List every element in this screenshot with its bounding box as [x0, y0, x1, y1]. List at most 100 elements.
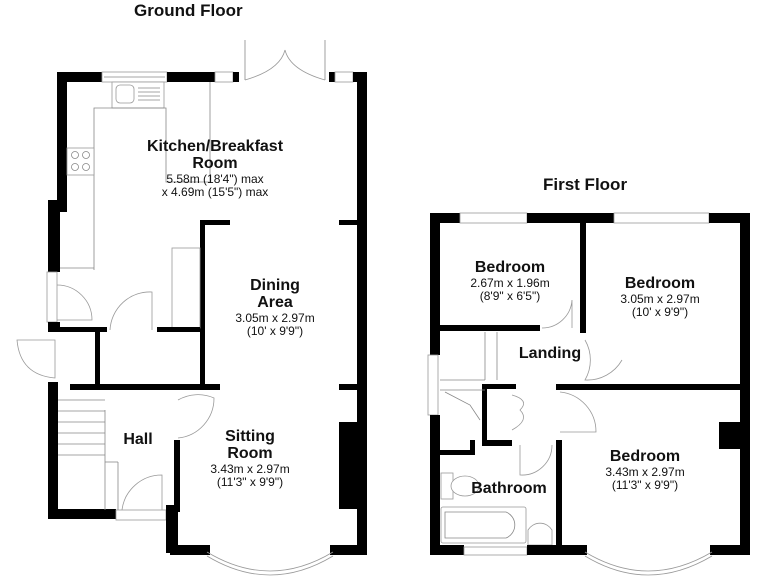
wall — [430, 415, 440, 555]
room-dimensions: (10' x 9'9") — [246, 323, 304, 338]
staircase — [58, 399, 119, 510]
wall — [440, 325, 540, 331]
room-name: Sitting — [225, 428, 275, 445]
first-floor-plan — [427, 212, 750, 576]
wall — [157, 327, 200, 332]
front-door-frame — [115, 509, 167, 521]
wall — [430, 213, 440, 355]
door-swing — [177, 394, 215, 439]
room-label-dining: Dining Area 3.05m x 2.97m (10' x 9'9") — [215, 277, 335, 338]
room-dimensions: (8'9" x 6'5") — [479, 288, 541, 303]
room-label-landing: Landing — [512, 345, 588, 363]
wall — [57, 72, 102, 82]
wall — [70, 384, 220, 390]
wall — [580, 213, 586, 333]
room-name: Bedroom — [609, 448, 681, 465]
wall — [470, 440, 475, 452]
chimney-breast — [339, 422, 359, 509]
wall — [556, 440, 562, 550]
wall — [430, 545, 464, 555]
wall — [166, 505, 178, 553]
wall — [339, 384, 359, 390]
cupboard — [171, 247, 201, 329]
wall — [174, 440, 180, 512]
room-label-sitting: Sitting Room 3.43m x 2.97m (11'3" x 9'9"… — [190, 428, 310, 489]
room-dimensions: 3.43m x 2.97m — [210, 461, 290, 476]
bay-window — [206, 551, 334, 572]
bay-window — [584, 551, 713, 572]
room-name: Bedroom — [474, 259, 546, 276]
wall — [48, 382, 58, 518]
door-swing — [56, 284, 93, 321]
hob-icon — [66, 147, 95, 176]
room-label-kitchen: Kitchen/Breakfast Room 5.58m (18'4") max… — [120, 138, 310, 199]
window — [427, 354, 439, 416]
room-dimensions: 3.43m x 2.97m — [605, 464, 685, 479]
window — [613, 212, 710, 224]
room-name: Room — [192, 154, 238, 172]
window — [459, 212, 528, 224]
room-label-bedroom-small: Bedroom 2.67m x 1.96m (8'9" x 6'5") — [455, 259, 565, 303]
room-label-bedroom-rear: Bedroom 3.05m x 2.97m (10' x 9'9") — [600, 275, 720, 319]
toilet-icon — [450, 475, 480, 497]
wall — [57, 327, 107, 332]
room-name: Bedroom — [624, 275, 696, 292]
room-name: Dining — [250, 277, 300, 294]
wall — [709, 213, 750, 223]
wall — [710, 545, 750, 555]
room-name: Room — [227, 444, 273, 462]
room-dimensions: (10' x 9'9") — [631, 304, 689, 319]
room-dimensions: (11'3" x 9'9") — [611, 477, 679, 492]
room-dimensions: 3.05m x 2.97m — [235, 310, 315, 325]
wall — [440, 450, 475, 455]
room-name: Area — [257, 293, 293, 311]
wall — [95, 327, 100, 387]
wall — [57, 72, 67, 212]
room-dimensions: 2.67m x 1.96m — [470, 275, 550, 290]
wall — [430, 213, 460, 223]
wall — [527, 213, 614, 223]
porch-door-swing — [16, 339, 56, 379]
french-door-left — [244, 49, 286, 81]
wall — [527, 545, 587, 555]
door-swing — [541, 299, 573, 329]
wall — [48, 322, 60, 332]
french-door-right — [284, 49, 326, 81]
wall — [486, 384, 516, 389]
wall — [200, 220, 230, 225]
wall — [556, 384, 750, 390]
window — [214, 71, 234, 83]
room-name: Kitchen/Breakfast — [146, 138, 284, 155]
ground-floor-plan — [16, 40, 367, 576]
wall — [48, 200, 60, 272]
side-door-frame — [46, 271, 58, 323]
room-name: Landing — [518, 345, 582, 362]
chimney-breast — [719, 422, 741, 449]
room-label-bedroom-front: Bedroom 3.43m x 2.97m (11'3" x 9'9") — [585, 448, 705, 492]
wall — [167, 72, 215, 82]
front-door-swing — [121, 474, 163, 511]
wall — [200, 220, 205, 388]
staircase — [440, 332, 498, 421]
wall — [233, 72, 239, 82]
first-floor-title: First Floor — [543, 175, 628, 194]
wall — [330, 545, 367, 555]
wall — [339, 220, 359, 225]
wall — [357, 72, 367, 552]
bathroom-door-swing — [519, 444, 553, 476]
door-swing — [109, 291, 153, 331]
room-dimensions: (11'3" x 9'9") — [216, 474, 284, 489]
room-dimensions: x 4.69m (15'5") max — [161, 184, 269, 199]
window — [463, 546, 528, 556]
room-label-bathroom: Bathroom — [466, 480, 552, 498]
room-name: Bathroom — [471, 480, 547, 497]
wall — [329, 72, 335, 82]
wall — [170, 545, 210, 555]
room-label-hall: Hall — [113, 431, 163, 449]
bath-icon — [440, 506, 527, 544]
sink-icon — [115, 84, 135, 104]
ground-floor-title: Ground Floor — [134, 1, 243, 20]
window — [334, 71, 354, 83]
bedroom3-door-swing — [559, 391, 597, 433]
